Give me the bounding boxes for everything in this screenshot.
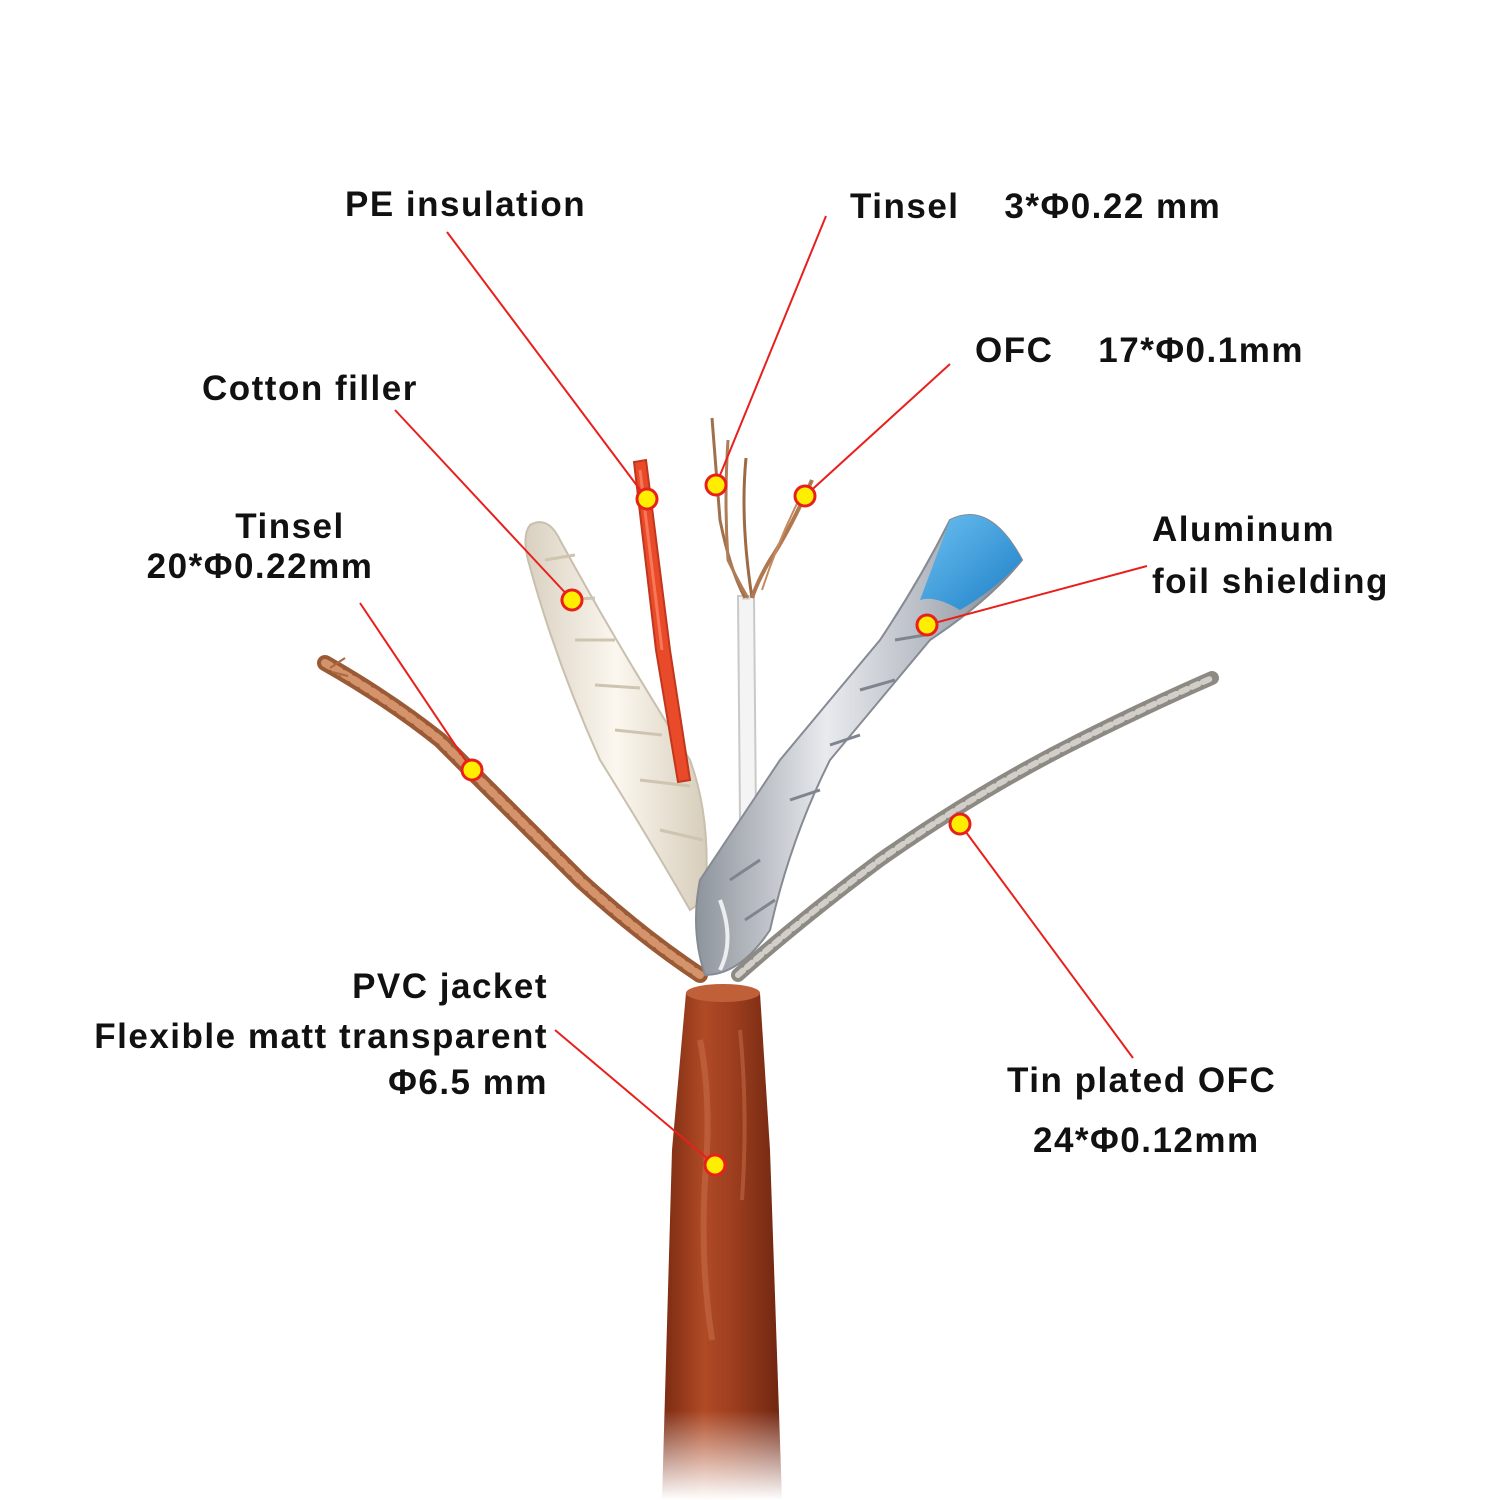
- label-ofc: OFC 17*Φ0.1mm: [975, 331, 1304, 370]
- label-pe-insulation: PE insulation: [345, 185, 587, 224]
- leader-line-tin-plated: [959, 823, 1134, 1059]
- label-tinsel-large-line1: Tinsel: [235, 507, 345, 546]
- leader-line-pvc-jacket: [554, 1029, 716, 1166]
- leader-lines: [359, 215, 1148, 1166]
- leader-line-cotton-filler: [394, 409, 573, 601]
- marker-pvc-jacket: [703, 1153, 727, 1177]
- pvc-jacket: [662, 984, 782, 1500]
- label-tin-plated-line1: Tin plated OFC: [1007, 1061, 1277, 1100]
- marker-tinsel-small: [704, 473, 728, 497]
- marker-cotton-filler: [560, 588, 584, 612]
- leader-line-tinsel-small: [715, 215, 827, 486]
- marker-aluminum: [915, 613, 939, 637]
- label-tin-plated-line2: 24*Φ0.12mm: [1033, 1121, 1260, 1160]
- white-inner-conductor: [736, 595, 758, 821]
- tinsel-strands: [710, 417, 754, 599]
- markers: [460, 473, 972, 1177]
- leader-line-ofc: [804, 363, 951, 497]
- marker-tin-plated: [948, 812, 972, 836]
- label-pvc-line3: Φ6.5 mm: [388, 1063, 548, 1102]
- leader-line-aluminum: [926, 565, 1148, 626]
- label-aluminum-line2: foil shielding: [1152, 562, 1389, 601]
- aluminum-foil-shield: [695, 514, 1024, 977]
- label-tinsel-small: Tinsel 3*Φ0.22 mm: [850, 187, 1222, 226]
- label-tinsel-large-line2: 20*Φ0.22mm: [146, 547, 374, 586]
- leader-line-pe-insulation: [446, 231, 648, 500]
- marker-tinsel-large: [460, 758, 484, 782]
- cotton-filler: [524, 521, 708, 912]
- label-pvc-line1: PVC jacket: [352, 967, 548, 1006]
- tin-plated-braid: [731, 671, 1219, 982]
- label-pvc-line2: Flexible matt transparent: [94, 1017, 548, 1056]
- label-cotton-filler: Cotton filler: [202, 369, 418, 408]
- marker-ofc: [793, 484, 817, 508]
- leader-line-tinsel-large: [359, 602, 473, 771]
- tinsel-copper-braid: [317, 655, 708, 983]
- marker-pe-insulation: [635, 487, 659, 511]
- label-aluminum-line1: Aluminum: [1152, 510, 1336, 549]
